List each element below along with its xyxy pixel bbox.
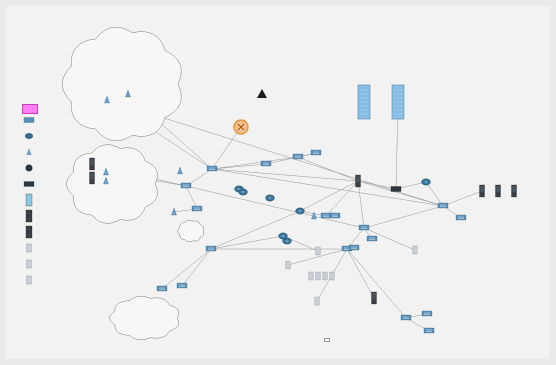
printer-icon bbox=[26, 243, 32, 253]
server-icon bbox=[25, 193, 33, 207]
gear-icon bbox=[315, 246, 321, 256]
switch-icon bbox=[366, 235, 378, 242]
server-icon bbox=[89, 157, 95, 171]
switch-icon bbox=[421, 310, 433, 317]
network-link bbox=[211, 156, 299, 170]
switch-icon bbox=[358, 224, 370, 231]
gear-icon bbox=[308, 271, 314, 281]
network-link bbox=[442, 190, 483, 207]
gear-icon bbox=[314, 296, 320, 306]
switch-icon bbox=[292, 153, 304, 160]
network-link bbox=[181, 248, 212, 287]
legend-title bbox=[22, 104, 38, 114]
network-link bbox=[210, 210, 301, 250]
gear-icon bbox=[329, 271, 335, 281]
network-link bbox=[357, 180, 444, 207]
diagram-note bbox=[324, 338, 330, 342]
router-icon bbox=[278, 232, 288, 240]
device-layer bbox=[23, 84, 517, 334]
network-link bbox=[265, 152, 317, 165]
router-icon bbox=[238, 188, 248, 196]
network-link bbox=[325, 180, 359, 217]
network-link bbox=[211, 126, 242, 170]
server-icon bbox=[495, 184, 501, 198]
switch-icon bbox=[310, 149, 322, 156]
cloud-layer bbox=[62, 26, 204, 341]
internet-cloud bbox=[62, 26, 182, 142]
gear-icon bbox=[322, 271, 328, 281]
gear-icon bbox=[412, 245, 418, 255]
phone-icon bbox=[103, 167, 109, 176]
router-icon bbox=[282, 237, 292, 245]
network-link bbox=[363, 205, 444, 229]
phone-icon bbox=[125, 89, 131, 98]
rack-icon bbox=[357, 84, 371, 120]
network-link bbox=[211, 168, 444, 207]
network-link bbox=[287, 248, 348, 266]
hub-icon bbox=[23, 181, 35, 187]
firewall-icon bbox=[233, 119, 249, 135]
router-icon bbox=[421, 178, 431, 186]
switch-icon bbox=[176, 282, 188, 289]
workstation-icon bbox=[26, 259, 32, 269]
server-icon bbox=[25, 209, 33, 223]
switch-icon bbox=[437, 202, 449, 209]
phone-icon bbox=[103, 176, 109, 185]
switch-icon bbox=[206, 165, 218, 172]
router-icon bbox=[25, 133, 33, 139]
network-link bbox=[211, 168, 359, 182]
phone-icon bbox=[104, 95, 110, 104]
network-link bbox=[299, 180, 359, 212]
router-icon bbox=[295, 207, 305, 215]
network-diagram bbox=[23, 26, 517, 341]
switch-icon bbox=[260, 160, 272, 167]
network-link bbox=[211, 163, 267, 170]
server-icon bbox=[25, 225, 33, 239]
phone-icon bbox=[311, 211, 317, 220]
network-link bbox=[346, 248, 375, 299]
rack-icon bbox=[391, 84, 405, 120]
switch-icon bbox=[423, 327, 435, 334]
link-layer bbox=[91, 93, 483, 332]
switch-icon bbox=[320, 212, 332, 219]
switch-icon bbox=[348, 244, 360, 251]
antenna-icon bbox=[257, 89, 267, 98]
switch-icon bbox=[400, 314, 412, 321]
switch-icon bbox=[156, 285, 168, 292]
server-icon bbox=[511, 184, 517, 198]
network-link bbox=[346, 248, 407, 319]
switch-icon bbox=[205, 245, 217, 252]
wan-cloud bbox=[66, 144, 158, 224]
network-link bbox=[425, 181, 444, 207]
diagram-canvas bbox=[6, 6, 550, 359]
hub-icon bbox=[390, 186, 402, 192]
phone-icon bbox=[177, 166, 183, 175]
phone-icon bbox=[171, 207, 177, 216]
gear-icon bbox=[26, 275, 32, 285]
switch-icon bbox=[455, 214, 467, 221]
router-icon bbox=[265, 194, 275, 202]
phone-icon bbox=[26, 148, 32, 155]
server-icon bbox=[371, 291, 377, 305]
network-link bbox=[185, 185, 365, 229]
network-link bbox=[297, 156, 359, 182]
switch-icon bbox=[23, 117, 35, 123]
camera-icon bbox=[25, 164, 33, 172]
network-link bbox=[161, 248, 212, 290]
network-link bbox=[210, 235, 284, 250]
switch-icon bbox=[329, 212, 341, 219]
server-icon bbox=[479, 184, 485, 198]
network-link bbox=[363, 227, 416, 251]
server-icon bbox=[355, 174, 361, 188]
gear-icon bbox=[285, 260, 291, 270]
gear-icon bbox=[315, 271, 321, 281]
bottom-cloud bbox=[109, 295, 180, 341]
switch-icon bbox=[180, 182, 192, 189]
network-link bbox=[357, 180, 365, 229]
small-cloud bbox=[177, 219, 204, 243]
switch-icon bbox=[191, 205, 203, 212]
network-link bbox=[185, 185, 198, 210]
server-icon bbox=[89, 171, 95, 185]
